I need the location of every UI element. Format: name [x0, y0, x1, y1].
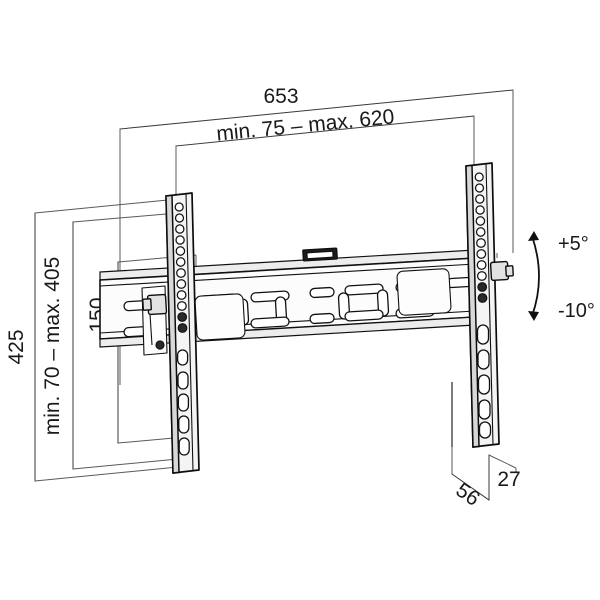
rail-hole: [176, 290, 187, 300]
rail-slot: [477, 374, 491, 395]
rail-slot: [477, 349, 490, 370]
tilt-angle-indicator: +5° -10°: [528, 231, 595, 322]
rail-hole: [176, 268, 186, 278]
left-tilt-knob-assembly: [141, 285, 168, 356]
label-height-425: 425: [5, 329, 28, 364]
rail-hole: [476, 238, 486, 248]
label-width-653: 653: [263, 85, 298, 108]
ext-line-425-top: [34, 198, 179, 214]
plate-slot: [344, 309, 384, 322]
plate-slot: [344, 283, 384, 296]
ext-line-height-range-top: [72, 212, 179, 223]
rail-hole-dark: [177, 323, 188, 333]
plate-vslot: [376, 289, 390, 317]
rail-hole-dark: [177, 312, 188, 322]
dim-line-width-653: [119, 89, 514, 130]
tilt-arc-arrowhead-up: [528, 231, 539, 241]
center-tab-slot: [306, 250, 334, 260]
ext-line-height-range-bottom: [72, 458, 179, 470]
tilt-arc-icon: [531, 235, 540, 317]
left-rail-slot-column: [176, 349, 190, 456]
right-rail-slot-column: [476, 324, 492, 439]
left-wall-rail: [165, 192, 200, 474]
tilt-arc-arrowhead-down: [528, 311, 539, 321]
rail-slot: [178, 437, 190, 456]
rail-hole: [476, 260, 487, 270]
rail-hole: [475, 216, 486, 226]
rail-hole-dark: [477, 293, 488, 303]
plate-slot: [309, 312, 335, 325]
rail-slot: [177, 371, 189, 390]
rail-hole: [476, 271, 487, 281]
rail-slot: [177, 393, 190, 412]
knob-fixing-screw: [155, 340, 165, 350]
rail-hole: [175, 224, 185, 234]
right-rail-edge: [465, 164, 480, 448]
rail-hole: [475, 194, 485, 204]
rail-slot: [478, 399, 491, 420]
rail-hole: [176, 279, 187, 289]
ext-line-depth-right-top: [488, 454, 517, 469]
rail-hole: [476, 249, 487, 259]
label-height-range: min. 70 – max. 405: [41, 257, 64, 436]
right-tilt-knob-assembly: [489, 260, 514, 282]
rail-slot: [476, 324, 490, 345]
dim-line-width-range: [175, 115, 475, 147]
rail-hole-dark: [477, 282, 488, 292]
rail-hole: [175, 235, 185, 245]
label-depth-56: 56: [452, 479, 484, 511]
wall-mount-assembly: [99, 162, 514, 474]
right-wall-rail: [465, 162, 500, 448]
label-depth-27: 27: [497, 468, 520, 491]
left-rail-edge: [165, 194, 180, 474]
ext-line-425-bottom: [34, 466, 179, 482]
rail-slot: [178, 415, 190, 434]
rail-hole: [475, 227, 486, 237]
rail-hole: [174, 213, 185, 223]
plate-slot: [250, 316, 290, 329]
plate-center-tab: [302, 247, 338, 262]
rail-slot: [478, 421, 492, 439]
right-tilt-knob-stem: [505, 265, 514, 277]
knob-bracket-line: [149, 313, 153, 346]
rail-hole: [175, 246, 186, 256]
plate-slot: [309, 286, 335, 299]
left-rail-hole-column: [174, 202, 188, 333]
left-rail-fold: [185, 193, 194, 471]
label-tilt-up: +5°: [558, 233, 589, 255]
rail-hole: [474, 183, 485, 193]
plate-right-pad: [396, 268, 452, 316]
dim-line-depth-56: [451, 473, 490, 501]
rail-slot: [176, 349, 189, 366]
rail-hole: [474, 172, 484, 182]
right-rail-hole-column: [474, 172, 488, 303]
plate-left-pad: [194, 293, 246, 341]
rail-hole: [174, 202, 184, 212]
rail-hole: [176, 301, 187, 311]
plate-ridge-top: [99, 263, 476, 287]
rail-hole: [175, 257, 186, 267]
rail-hole: [475, 205, 485, 215]
label-tilt-down: -10°: [558, 300, 595, 322]
right-rail-fold: [485, 163, 494, 445]
tilt-knob-stem: [142, 298, 152, 311]
label-width-range: min. 75 – max. 620: [215, 105, 395, 145]
